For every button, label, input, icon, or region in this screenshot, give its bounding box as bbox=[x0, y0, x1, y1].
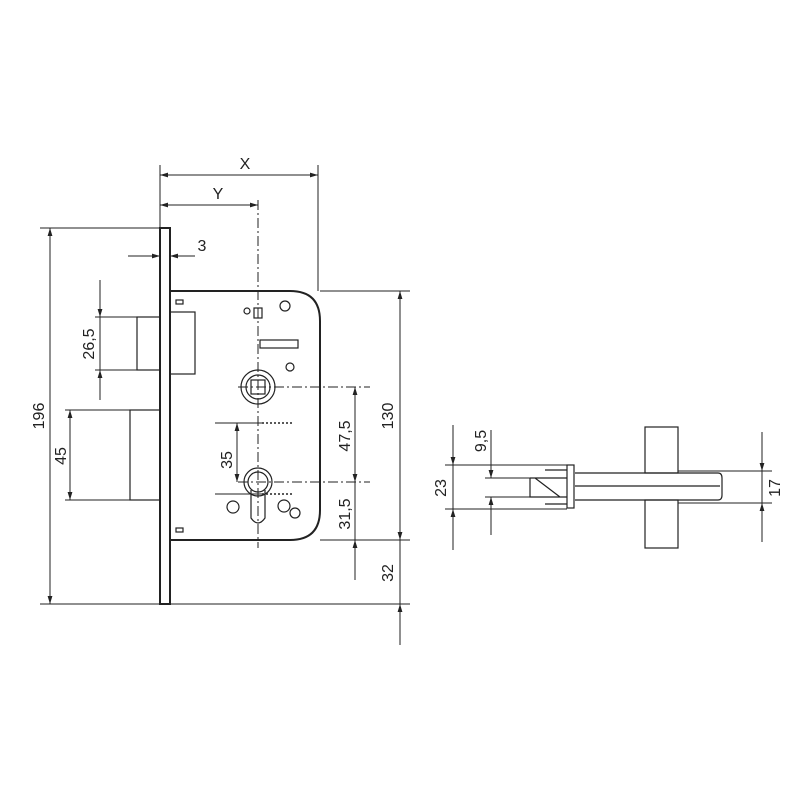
dim-45: 45 bbox=[53, 447, 70, 465]
dim-31-5: 31,5 bbox=[337, 498, 354, 529]
screw-hole bbox=[226, 500, 240, 514]
dim-faceplate: 3 bbox=[198, 238, 207, 255]
lever-slot bbox=[259, 339, 299, 349]
slot-mark bbox=[175, 299, 184, 305]
dim-9-5: 9,5 bbox=[473, 430, 490, 452]
spindle-top bbox=[644, 426, 679, 474]
slot-mark bbox=[175, 527, 184, 533]
dim-35: 35 bbox=[219, 451, 236, 469]
flange bbox=[566, 464, 575, 509]
dim-32: 32 bbox=[380, 564, 397, 582]
screw-hole bbox=[243, 307, 251, 315]
latch-inner bbox=[169, 311, 196, 375]
spindle-rod bbox=[575, 472, 723, 501]
deadbolt bbox=[129, 409, 161, 501]
screw-icon bbox=[279, 300, 291, 312]
dim-196: 196 bbox=[31, 403, 48, 430]
lock-case bbox=[170, 290, 321, 541]
dim-y: Y bbox=[213, 186, 224, 203]
bolt-edge bbox=[545, 469, 567, 505]
bolt-tip bbox=[529, 477, 567, 498]
dim-47-5: 47,5 bbox=[337, 420, 354, 451]
latch-bolt bbox=[136, 316, 161, 371]
spindle-side-view bbox=[529, 426, 723, 549]
dim-130: 130 bbox=[380, 403, 397, 430]
lock-body bbox=[129, 200, 370, 605]
screw-hole bbox=[285, 362, 295, 372]
dim-17: 17 bbox=[767, 479, 784, 497]
dim-x: X bbox=[240, 156, 251, 173]
dimension-lines bbox=[47, 172, 403, 645]
side-extension-lines bbox=[445, 425, 772, 550]
dim-23: 23 bbox=[433, 479, 450, 497]
dim-26-5: 26,5 bbox=[81, 328, 98, 359]
screw-hole bbox=[277, 499, 291, 513]
spindle-bottom bbox=[644, 499, 679, 549]
faceplate bbox=[159, 227, 171, 605]
screw-icon bbox=[289, 507, 301, 519]
cylinder-profile bbox=[250, 490, 266, 524]
